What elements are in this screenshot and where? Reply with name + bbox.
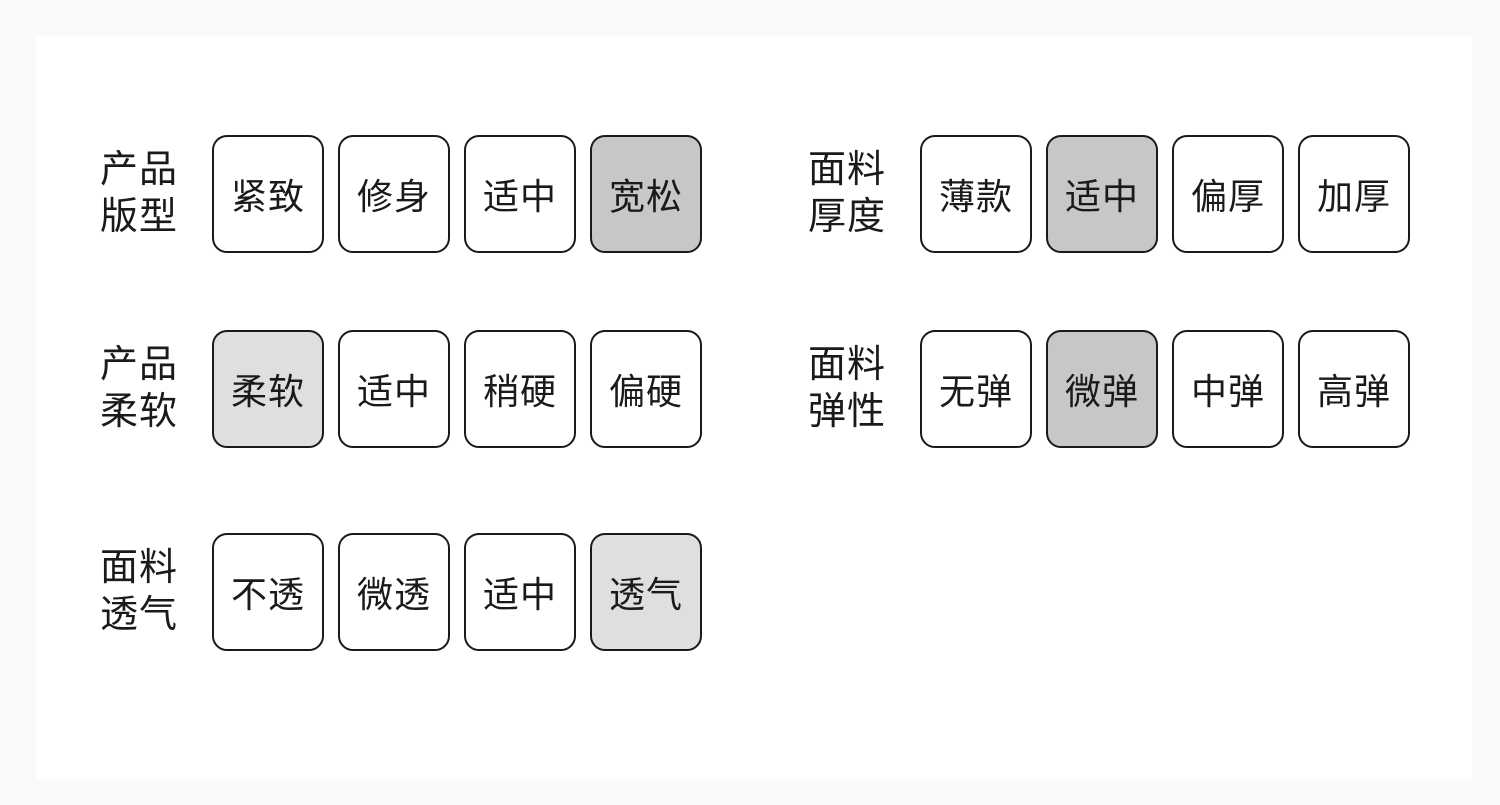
product-fit-option-4[interactable]: 宽松 — [590, 135, 702, 253]
attribute-group-label: 产品 柔软 — [100, 342, 212, 436]
attribute-group-label-line-2: 弹性 — [808, 391, 887, 433]
fabric-breathability-option-3[interactable]: 适中 — [464, 533, 576, 651]
attribute-group-label-line-2: 版型 — [100, 196, 179, 238]
fabric-thickness-option-3[interactable]: 偏厚 — [1172, 135, 1284, 253]
attribute-group-fabric-breathability: 面料 透气 不透微透适中透气 — [100, 533, 702, 651]
attribute-group-label-line-2: 透气 — [100, 594, 179, 636]
product-softness-option-1[interactable]: 柔软 — [212, 330, 324, 448]
attribute-group-label: 面料 弹性 — [808, 342, 920, 436]
attribute-group-fabric-elasticity: 面料 弹性 无弹微弹中弹高弹 — [808, 330, 1410, 448]
fabric-breathability-option-2[interactable]: 微透 — [338, 533, 450, 651]
attribute-options: 紧致修身适中宽松 — [212, 135, 702, 253]
product-softness-option-2[interactable]: 适中 — [338, 330, 450, 448]
fabric-breathability-option-4[interactable]: 透气 — [590, 533, 702, 651]
attribute-options: 柔软适中稍硬偏硬 — [212, 330, 702, 448]
attribute-options: 不透微透适中透气 — [212, 533, 702, 651]
attribute-group-fabric-thickness: 面料 厚度 薄款适中偏厚加厚 — [808, 135, 1410, 253]
fabric-thickness-option-2[interactable]: 适中 — [1046, 135, 1158, 253]
product-fit-option-1[interactable]: 紧致 — [212, 135, 324, 253]
fabric-thickness-option-1[interactable]: 薄款 — [920, 135, 1032, 253]
attribute-group-label-line-1: 产品 — [100, 149, 179, 191]
attribute-options: 薄款适中偏厚加厚 — [920, 135, 1410, 253]
attribute-options: 无弹微弹中弹高弹 — [920, 330, 1410, 448]
attribute-group-product-fit: 产品 版型 紧致修身适中宽松 — [100, 135, 702, 253]
attribute-group-label-line-1: 面料 — [808, 149, 887, 191]
product-softness-option-3[interactable]: 稍硬 — [464, 330, 576, 448]
fabric-elasticity-option-1[interactable]: 无弹 — [920, 330, 1032, 448]
product-attributes-card: 产品 版型 紧致修身适中宽松 面料 厚度 薄款适中偏厚加厚 产品 柔软 柔软适中… — [36, 36, 1472, 779]
attribute-group-label: 面料 透气 — [100, 545, 212, 639]
attribute-group-label: 面料 厚度 — [808, 147, 920, 241]
fabric-elasticity-option-4[interactable]: 高弹 — [1298, 330, 1410, 448]
attribute-group-label-line-1: 面料 — [100, 547, 179, 589]
product-softness-option-4[interactable]: 偏硬 — [590, 330, 702, 448]
attribute-group-label: 产品 版型 — [100, 147, 212, 241]
fabric-breathability-option-1[interactable]: 不透 — [212, 533, 324, 651]
fabric-thickness-option-4[interactable]: 加厚 — [1298, 135, 1410, 253]
product-fit-option-2[interactable]: 修身 — [338, 135, 450, 253]
fabric-elasticity-option-3[interactable]: 中弹 — [1172, 330, 1284, 448]
attribute-group-label-line-1: 面料 — [808, 344, 887, 386]
product-fit-option-3[interactable]: 适中 — [464, 135, 576, 253]
attribute-group-label-line-2: 柔软 — [100, 391, 179, 433]
attribute-group-product-softness: 产品 柔软 柔软适中稍硬偏硬 — [100, 330, 702, 448]
attribute-group-label-line-1: 产品 — [100, 344, 179, 386]
attribute-group-label-line-2: 厚度 — [808, 196, 887, 238]
fabric-elasticity-option-2[interactable]: 微弹 — [1046, 330, 1158, 448]
